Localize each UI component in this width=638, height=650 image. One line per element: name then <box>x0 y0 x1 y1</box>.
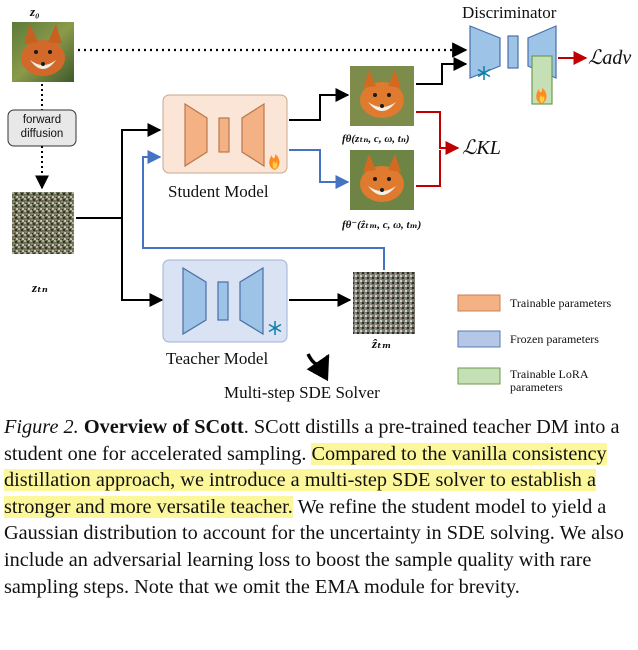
student-to-output-arrow <box>289 88 350 121</box>
f-theta-label: fθ(zₜₙ, c, ω, tₙ) <box>342 133 410 145</box>
teacher-model-box <box>162 259 288 343</box>
student-model-label: Student Model <box>168 182 269 201</box>
f-theta-minus-label: fθ⁻(ẑₜₘ, c, ω, tₘ) <box>342 219 422 231</box>
fire-icon <box>536 88 547 104</box>
figure-caption: Figure 2. Overview of SCott. SCott disti… <box>4 414 634 600</box>
legend-swatch-trainable <box>457 294 501 312</box>
zhat-to-student-arrow <box>142 150 385 270</box>
teacher-model-label: Teacher Model <box>166 349 269 368</box>
caption-text-before: . SCott distills a pre-trained teacher D… <box>4 416 620 465</box>
ema-output-to-kl-arrow <box>416 150 441 187</box>
fire-icon <box>269 154 280 170</box>
legend-swatch-frozen <box>457 330 501 348</box>
ztn-to-teacher-arrow <box>121 218 164 307</box>
adv-loss-label: ℒadv <box>588 47 632 69</box>
diagram-canvas <box>7 22 588 385</box>
z0-label: z₀ <box>30 4 40 19</box>
legend-label-lora: Trainable LoRA parameters <box>510 367 589 394</box>
z0-fox-image <box>12 22 74 82</box>
ztn-label: zₜₙ <box>32 280 48 295</box>
discriminator-network <box>469 25 557 105</box>
ztn-noisy-image <box>12 192 74 254</box>
caption-text-after: We refine the student model to yield a G… <box>4 495 624 598</box>
kl-loss-label: ℒKL <box>462 137 501 159</box>
output-to-kl-arrow <box>416 111 460 155</box>
snowflake-icon <box>268 321 282 335</box>
discriminator-label: Discriminator <box>462 3 557 22</box>
student-model-box <box>162 94 288 174</box>
f-theta-fox-image <box>350 66 414 126</box>
legend-label-frozen: Frozen parameters <box>510 332 599 346</box>
student-to-ema-output-arrow <box>289 149 350 189</box>
legend-label-trainable: Trainable parameters <box>510 296 612 310</box>
zhat-noisy-image <box>353 272 415 334</box>
legend-swatch-lora <box>457 367 501 385</box>
snowflake-icon <box>477 66 491 80</box>
ztn-to-student-arrow <box>76 123 162 219</box>
caption-title: Overview of SCott <box>83 416 244 438</box>
zhat-tm-label: ẑₜₘ <box>372 336 392 351</box>
output-to-discriminator-arrow <box>416 57 468 85</box>
overview-diagram: z₀ forward diffusion zₜₙ Student Model T… <box>7 3 632 402</box>
caption-figure-label: Figure 2. <box>4 416 79 438</box>
f-theta-minus-fox-image <box>350 150 414 210</box>
multistep-solver-label: Multi-step SDE Solver <box>224 383 380 402</box>
forward-diffusion-label: forward diffusion <box>20 114 64 140</box>
loop-icon <box>306 353 330 382</box>
